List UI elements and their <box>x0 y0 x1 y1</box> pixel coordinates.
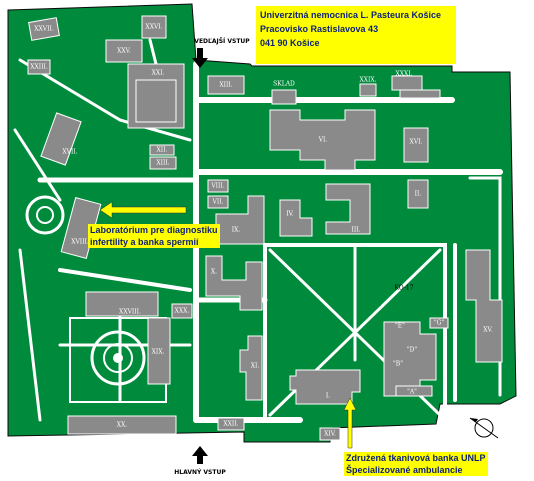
svg-text:"D": "D" <box>407 347 418 354</box>
svg-text:XXIX.: XXIX. <box>359 77 376 84</box>
svg-text:X.: X. <box>211 269 217 276</box>
tissue-bank-arrow <box>343 397 357 449</box>
svg-text:XII.: XII. <box>157 147 168 154</box>
building-xxiii[interactable]: XXIII. <box>27 59 51 75</box>
building-sklad[interactable]: SKLAD <box>271 81 297 105</box>
building-iv[interactable]: IV. <box>279 199 313 237</box>
svg-text:XIII.: XIII. <box>219 82 232 89</box>
building-xvii[interactable]: XVII. <box>40 112 82 166</box>
building-iii[interactable]: III. <box>325 183 371 235</box>
lab-arrow <box>99 201 187 219</box>
svg-text:IX.: IX. <box>232 227 241 234</box>
svg-text:XXXI.: XXXI. <box>395 71 412 78</box>
svg-text:IV.: IV. <box>286 211 294 218</box>
building-xii[interactable]: XII. <box>149 144 175 156</box>
hospital-address-box: Univerzitná nemocnica L. Pasteura Košice… <box>256 6 456 64</box>
svg-text:XX.: XX. <box>117 422 128 429</box>
building-vii[interactable]: VII. <box>207 195 229 209</box>
hospital-name: Univerzitná nemocnica L. Pasteura Košice <box>260 10 442 20</box>
svg-text:"A": "A" <box>407 389 417 396</box>
main-entrance-label: HLAVNÝ VSTUP <box>174 469 226 476</box>
building-xv[interactable]: XV. <box>465 249 503 363</box>
building-ko17[interactable]: KO-17 <box>394 285 413 292</box>
svg-text:XXI.: XXI. <box>152 70 165 77</box>
lab-callout-line1: Laboratórium pre diagnostiku <box>90 225 218 235</box>
building-a[interactable]: "A" <box>395 385 433 397</box>
building-xiii-b[interactable]: XIII. <box>149 156 177 170</box>
main-entrance: HLAVNÝ VSTUP <box>174 446 226 476</box>
hospital-workplace: Pracovisko Rastislavova 43 <box>260 24 379 34</box>
tissue-bank-callout-line1: Združená tkanivová banka UNLP <box>346 453 486 463</box>
building-xxii[interactable]: XXII. <box>217 417 245 431</box>
svg-text:"E": "E" <box>395 323 405 330</box>
svg-text:II.: II. <box>415 191 422 198</box>
building-i[interactable]: I. <box>289 369 361 405</box>
svg-text:III.: III. <box>351 227 360 234</box>
building-viii[interactable]: VIII. <box>207 179 229 193</box>
compass-icon <box>469 417 499 439</box>
svg-text:XXII.: XXII. <box>223 421 238 428</box>
building-xxi[interactable]: XXI. <box>127 63 185 129</box>
building-g[interactable]: "G" <box>429 317 449 329</box>
svg-text:XXVIII.: XXVIII. <box>119 309 141 316</box>
lab-callout-line2: infertility a banka spermií <box>90 237 199 247</box>
side-entrance-arrow <box>192 48 208 68</box>
building-xi[interactable]: XI. <box>239 335 263 401</box>
svg-text:"B": "B" <box>393 361 403 368</box>
building-ii[interactable]: II. <box>407 179 429 209</box>
svg-text:"G": "G" <box>434 320 445 327</box>
svg-text:XI.: XI. <box>251 363 260 370</box>
svg-text:VII.: VII. <box>212 199 224 206</box>
lab-callout: Laboratórium pre diagnostiku infertility… <box>88 224 220 248</box>
svg-text:XIX.: XIX. <box>152 349 165 356</box>
building-x[interactable]: X. <box>205 255 263 311</box>
side-entrance-label: VEDĽAJŠÍ VSTUP <box>194 37 250 45</box>
svg-text:XXVI.: XXVI. <box>145 24 162 31</box>
building-xxviii[interactable]: XXVIII. <box>85 291 159 317</box>
svg-text:XVI.: XVI. <box>410 139 423 146</box>
svg-text:XXX.: XXX. <box>175 308 190 315</box>
svg-text:XV.: XV. <box>483 327 493 334</box>
building-d[interactable]: "D" <box>407 347 418 354</box>
svg-text:XIII.: XIII. <box>156 160 169 167</box>
building-xvi[interactable]: XVI. <box>403 127 429 163</box>
buildings: XXVII. XXV. XXVI. XXIII. XXI. XIII. SKLA… <box>27 15 503 441</box>
building-xxv[interactable]: XXV. <box>105 39 143 63</box>
svg-text:KO-17: KO-17 <box>394 285 413 292</box>
building-xxvi[interactable]: XXVI. <box>141 15 167 39</box>
building-b[interactable]: "B" <box>393 361 403 368</box>
svg-text:XVII.: XVII. <box>62 149 77 156</box>
building-xiii[interactable]: XIII. <box>207 75 245 95</box>
svg-text:XXV.: XXV. <box>117 48 131 55</box>
building-xxxi[interactable]: XXXI. <box>391 71 441 99</box>
svg-text:SKLAD: SKLAD <box>273 81 295 88</box>
building-xiv[interactable]: XIV. <box>319 427 341 441</box>
svg-text:VI.: VI. <box>318 137 328 144</box>
main-entrance-arrow <box>192 446 208 464</box>
building-xxvii[interactable]: XXVII. <box>28 17 60 41</box>
tissue-bank-callout: Združená tkanivová banka UNLP Špecializo… <box>344 452 488 476</box>
side-entrance: VEDĽAJŠÍ VSTUP <box>192 37 250 68</box>
building-e[interactable]: "E" <box>395 323 405 330</box>
building-vi[interactable]: VI. <box>269 109 376 171</box>
hospital-city: 041 90 Košice <box>260 38 320 48</box>
svg-text:VIII.: VIII. <box>210 183 224 190</box>
building-xxix[interactable]: XXIX. <box>359 77 377 97</box>
tissue-bank-callout-line2: Špecializované ambulancie <box>346 465 463 475</box>
svg-text:XVIII.: XVIII. <box>71 239 89 246</box>
building-xix[interactable]: XIX. <box>147 317 171 385</box>
svg-text:XXIII.: XXIII. <box>30 64 48 71</box>
svg-text:I.: I. <box>326 393 330 400</box>
building-xx[interactable]: XX. <box>67 415 177 435</box>
building-xxx[interactable]: XXX. <box>171 303 193 319</box>
svg-text:XXVII.: XXVII. <box>34 26 54 33</box>
svg-text:XIV.: XIV. <box>324 431 336 438</box>
